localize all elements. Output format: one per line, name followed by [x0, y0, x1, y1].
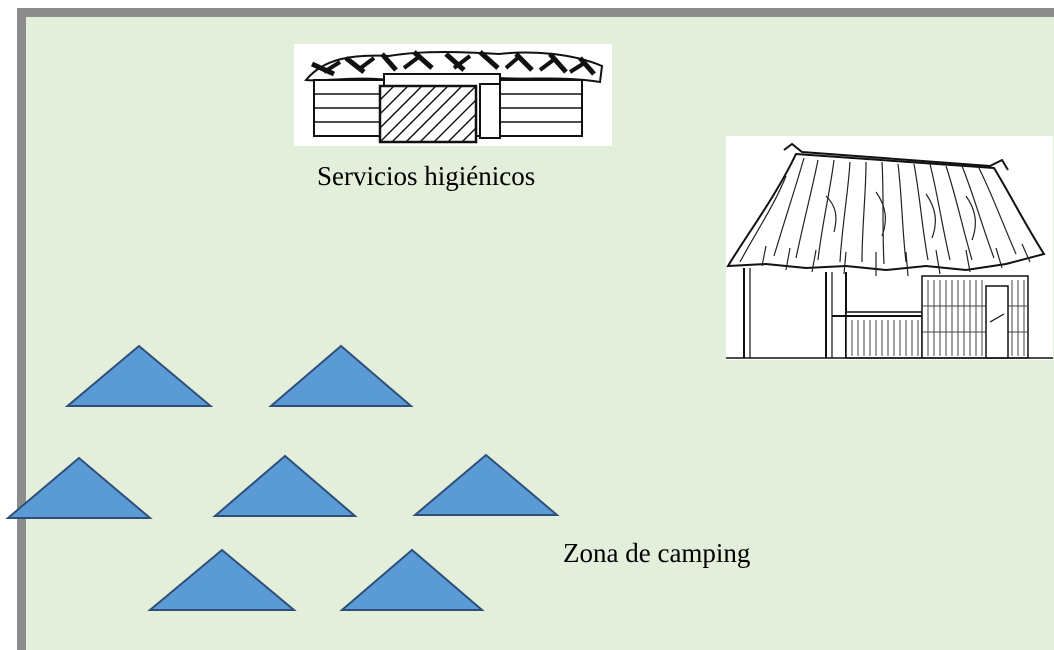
- tent-icon: [147, 548, 297, 611]
- tent-icon: [64, 344, 214, 407]
- tent-icon: [339, 548, 485, 611]
- camping-zone-label: Zona de camping: [563, 538, 751, 568]
- restrooms-label: Servicios higiénicos: [317, 161, 536, 191]
- tent-icon: [268, 344, 414, 407]
- thatched-hut-illustration: [726, 136, 1053, 360]
- restroom-building-illustration: [294, 44, 612, 146]
- tent-icon: [412, 453, 560, 516]
- tent-icon: [212, 454, 358, 517]
- tent-icon: [5, 456, 153, 519]
- hut-icon: [726, 142, 1053, 359]
- restroom-building-icon: [304, 50, 604, 144]
